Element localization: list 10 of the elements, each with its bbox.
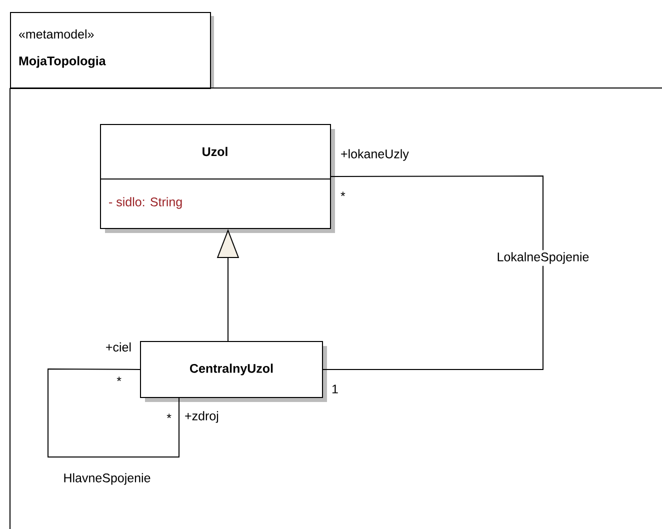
role-label: +ciel (106, 342, 131, 352)
role-label: +zdroj (185, 411, 218, 423)
multiplicity-label: * (116, 376, 122, 382)
edge-label: HlavneSpojenie (64, 473, 150, 485)
association-line (322, 176, 544, 370)
class-box: Uzol - sidlo: String (100, 124, 335, 233)
multiplicity-label: * (166, 414, 172, 418)
association-line (48, 368, 180, 458)
class-box: CentralnyUzol (140, 341, 327, 402)
edge-label: LokalneSpojenie (494, 250, 592, 266)
